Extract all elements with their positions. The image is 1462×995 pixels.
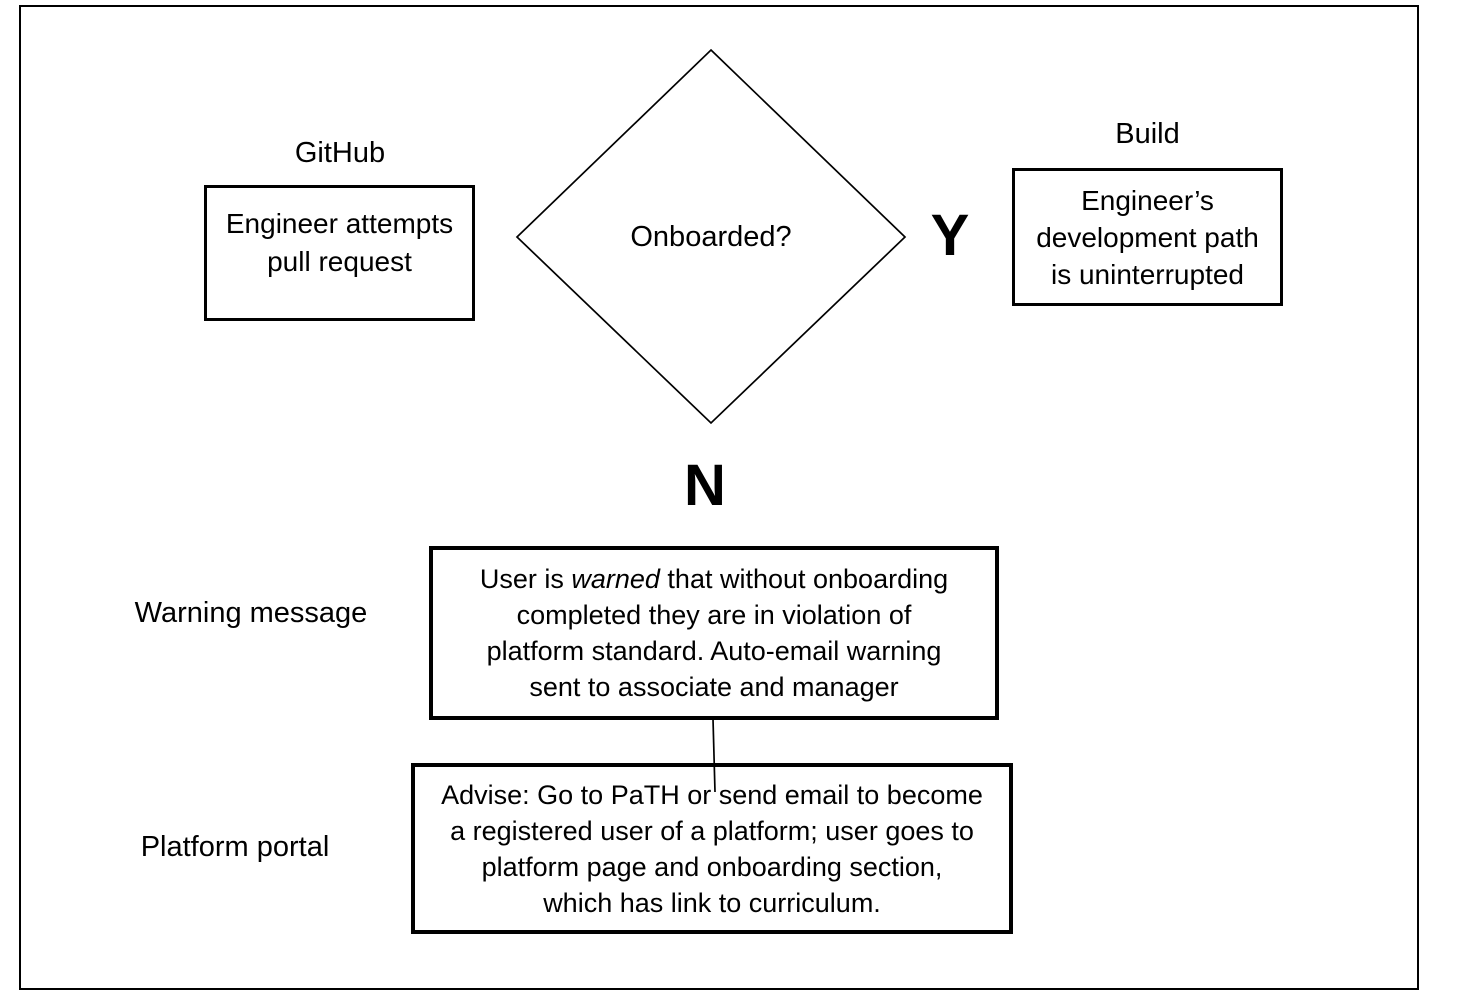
advise-box-line: which has link to curriculum. — [543, 887, 881, 918]
warning-message-box: User is warned that without onboarding c… — [429, 546, 999, 720]
warning-box-line: sent to associate and manager — [529, 672, 899, 702]
branch-no-label: N — [684, 452, 726, 518]
advise-box-line: a registered user of a platform; user go… — [450, 815, 974, 846]
warning-box-line: platform standard. Auto-email warning — [486, 636, 942, 666]
warning-box-line: User is warned that without onboarding — [433, 561, 995, 597]
warning-message-label: Warning message — [134, 597, 368, 629]
warning-box-line: completed they are in violation of — [516, 600, 912, 630]
platform-portal-box: Advise: Go to PaTH or send email to beco… — [411, 763, 1013, 934]
outer-border — [19, 5, 1419, 990]
platform-portal-label: Platform portal — [140, 831, 330, 863]
decision-question: Onboarded? — [630, 221, 792, 253]
pull-request-box-line: Engineer attempts — [225, 208, 454, 239]
development-path-box-line: development path — [1036, 221, 1259, 253]
development-path-box-line: is uninterrupted — [1050, 258, 1244, 290]
advise-box-line: Advise: Go to PaTH or send email to beco… — [441, 779, 983, 810]
warning-box-text: User is — [479, 564, 572, 594]
warning-box-italic-text: warned — [571, 564, 660, 594]
warning-box-text: that without onboarding — [659, 564, 949, 594]
build-label: Build — [1115, 118, 1180, 150]
development-path-box: Engineer’s development path is uninterru… — [1012, 168, 1283, 306]
development-path-box-line: Engineer’s — [1081, 184, 1214, 216]
pull-request-box-line: pull request — [267, 246, 412, 277]
github-label: GitHub — [294, 137, 386, 169]
branch-yes-label: Y — [930, 202, 970, 268]
pull-request-box: Engineer attempts pull request — [204, 185, 475, 321]
advise-box-line: platform page and onboarding section, — [481, 851, 943, 882]
